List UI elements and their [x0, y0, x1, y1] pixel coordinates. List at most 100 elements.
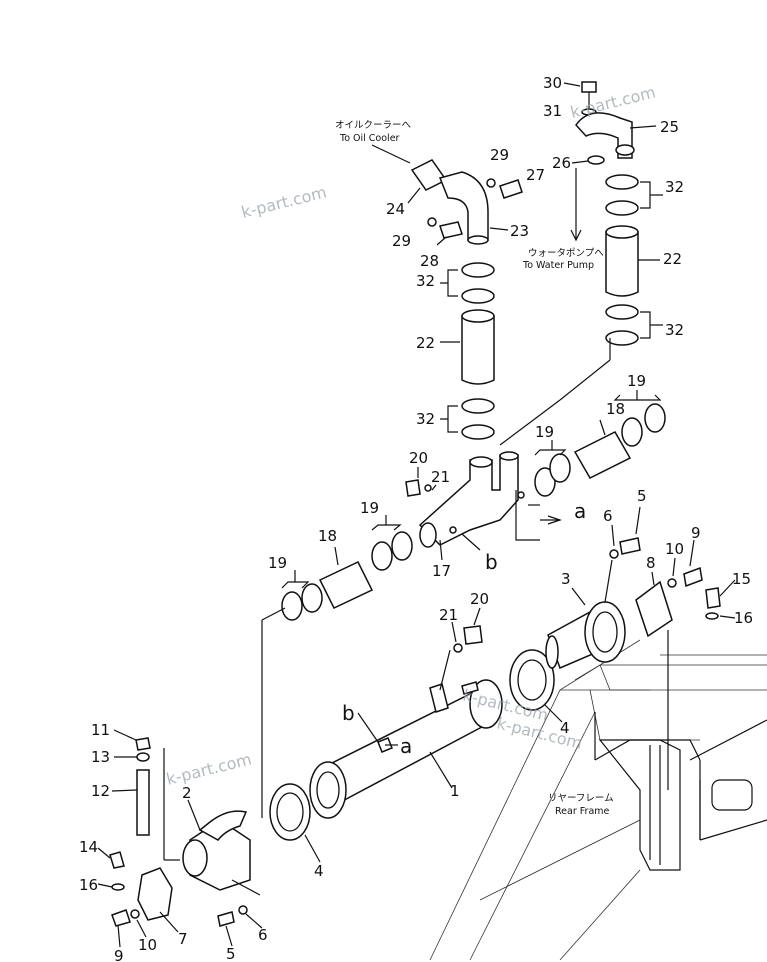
callout-9: 9 [691, 524, 701, 542]
note-water-pump-jp: ウォータポンプへ [528, 248, 604, 259]
callout-26: 26 [552, 154, 571, 172]
letter-a: a [400, 734, 412, 758]
callout-10: 10 [138, 936, 157, 954]
hoses-18-19-left [281, 531, 413, 621]
bolt-28 [439, 221, 463, 239]
manifold-17-assembly [405, 338, 611, 548]
gasket-24 [410, 159, 448, 191]
callout-1: 1 [450, 782, 460, 800]
hoses-18-19-right [534, 403, 666, 497]
bracket-8-assembly [609, 537, 721, 790]
note-oil-cooler-jp: オイルクーラーへ [335, 120, 412, 131]
washer-21 [424, 484, 432, 492]
callout-24: 24 [386, 200, 405, 218]
letter-b: b [342, 701, 355, 725]
washer-6 [609, 549, 619, 559]
washer-29 [427, 217, 437, 227]
callout-8: 8 [646, 554, 656, 572]
note-water-pump-en: To Water Pump [522, 260, 594, 271]
bolt-20 [405, 479, 421, 497]
washer-21 [453, 643, 463, 653]
clamp-19 [281, 591, 303, 621]
bolt-9 [683, 566, 703, 588]
callout-6: 6 [258, 926, 268, 944]
callout-22: 22 [663, 250, 682, 268]
gasket-4-right [509, 649, 555, 711]
callout-27: 27 [526, 166, 545, 184]
callout-3: 3 [561, 570, 571, 588]
clamp-19 [534, 467, 556, 497]
elbow-23-assembly [410, 159, 523, 245]
callout-19: 19 [268, 554, 287, 572]
right-hose-set [605, 174, 639, 346]
clamp-19 [391, 531, 413, 561]
letter-a: a [574, 499, 586, 523]
callout-7: 7 [178, 930, 188, 948]
hose-22 [605, 231, 639, 297]
callout-4: 4 [560, 719, 570, 737]
callout-10: 10 [665, 540, 684, 558]
hose-18 [318, 561, 374, 609]
washer-10 [667, 578, 677, 588]
washer-29 [486, 178, 496, 188]
bolt-27 [499, 179, 523, 199]
watermark: k-part.com [164, 749, 253, 789]
clamp-19 [301, 583, 323, 613]
callout-32: 32 [665, 178, 684, 196]
callout-23: 23 [510, 222, 529, 240]
callout-29: 29 [392, 232, 411, 250]
bolt-15 [705, 587, 721, 609]
callout-22: 22 [416, 334, 435, 352]
callout-16: 16 [79, 876, 98, 894]
callout-19: 19 [627, 372, 646, 390]
callout-19: 19 [360, 499, 379, 517]
washer-10 [130, 909, 140, 919]
callout-9: 9 [114, 947, 124, 962]
callout-19: 19 [535, 423, 554, 441]
callout-numbers: 30 31 25 26 32 22 32 29 27 24 23 29 28 3… [79, 74, 753, 962]
callout-13: 13 [91, 748, 110, 766]
callout-21: 21 [439, 606, 458, 624]
cooler-body-1 [309, 625, 503, 819]
watermarks: k-part.com k-part.com k-part.com k-part.… [164, 82, 657, 789]
callout-5: 5 [637, 487, 647, 505]
note-rear-frame-en: Rear Frame [555, 806, 610, 817]
callout-18: 18 [318, 527, 337, 545]
hose-22 [461, 315, 495, 385]
callout-32: 32 [665, 321, 684, 339]
clamp-32 [461, 288, 495, 304]
watermark: k-part.com [239, 182, 328, 222]
bolt-14 [109, 851, 125, 869]
clamp-19 [644, 403, 666, 433]
left-hose-set [461, 262, 495, 440]
gasket-4-left [269, 783, 311, 841]
housing-3 [545, 559, 626, 670]
clamp-32 [461, 398, 495, 414]
cooler-flange-1 [309, 761, 347, 819]
callout-18: 18 [606, 400, 625, 418]
callout-15: 15 [732, 570, 751, 588]
bolt-20 [463, 625, 483, 645]
clamp-32 [461, 262, 495, 278]
washer-16 [111, 883, 125, 891]
callout-14: 14 [79, 838, 98, 856]
bolt-5 [619, 537, 641, 555]
clamp-32 [605, 304, 639, 320]
callout-25: 25 [660, 118, 679, 136]
note-rear-frame-jp: リヤーフレーム [548, 793, 614, 804]
callout-5: 5 [226, 945, 236, 962]
o-ring-26 [587, 155, 605, 165]
bracket [429, 683, 449, 713]
clamp-32 [605, 200, 639, 216]
elbow-25-assembly [570, 81, 635, 242]
callout-21: 21 [431, 468, 450, 486]
callout-2: 2 [182, 784, 192, 802]
rear-frame [429, 639, 767, 961]
washer-6 [238, 905, 248, 915]
washer-13 [136, 752, 150, 762]
callout-30: 30 [543, 74, 562, 92]
plug-11 [135, 737, 151, 751]
clamp-19 [371, 541, 393, 571]
